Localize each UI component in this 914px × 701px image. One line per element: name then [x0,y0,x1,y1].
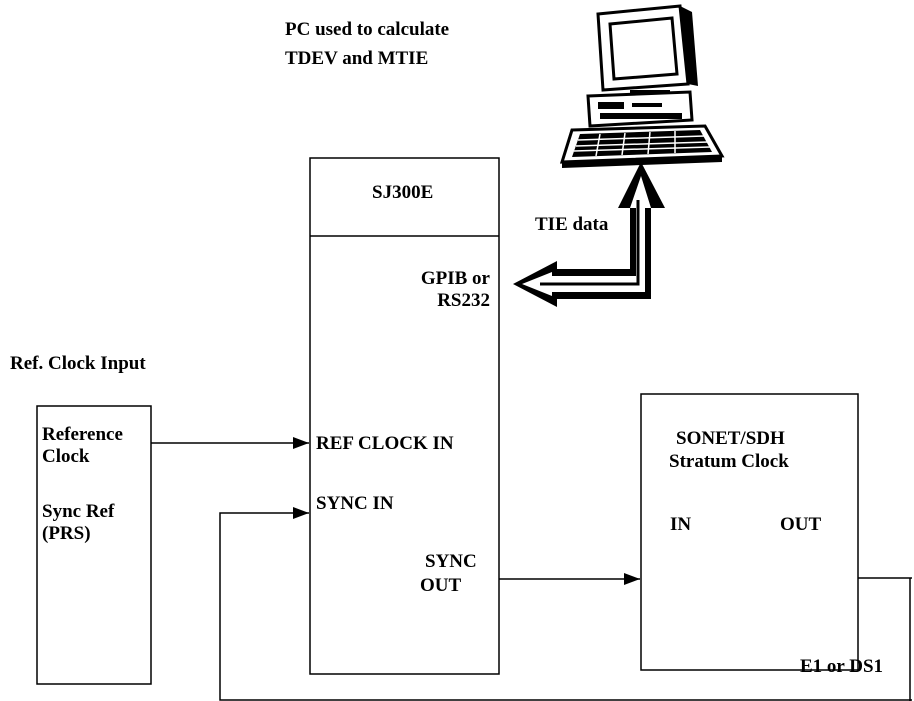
stratum-clock-box [640,393,859,671]
sync-out-label-line1: SYNC [425,551,477,572]
reference-label-line1: Reference [42,424,123,445]
e1-ds1-label: E1 or DS1 [800,656,883,677]
ref-clock-input-label: Ref. Clock Input [10,353,146,374]
ref-clock-in-port-label: REF CLOCK IN [316,433,454,454]
stratum-in-label: IN [670,514,691,535]
pc-computer-icon [559,4,725,168]
tie-data-arrow [513,162,665,307]
sync-ref-label-line2: (PRS) [42,523,91,544]
e1-ds1-return-line [219,507,912,701]
sync-out-label-line2: OUT [420,575,462,596]
sync-ref-label-line1: Sync Ref [42,501,115,522]
stratum-title-line1: SONET/SDH [676,428,785,449]
pc-caption-line2: TDEV and MTIE [285,48,428,69]
sj300e-title: SJ300E [372,182,433,203]
tie-data-label: TIE data [535,214,609,235]
sj300e-box [309,157,500,675]
gpib-label-line1: GPIB or [421,268,491,289]
reference-label-line2: Clock [42,446,90,467]
sync-in-port-label: SYNC IN [316,493,394,514]
reference-clock-box [36,405,152,685]
stratum-title-line2: Stratum Clock [669,451,789,472]
stratum-out-label: OUT [780,514,822,535]
gpib-label-line2: RS232 [437,290,490,311]
pc-caption-line1: PC used to calculate [285,19,449,40]
